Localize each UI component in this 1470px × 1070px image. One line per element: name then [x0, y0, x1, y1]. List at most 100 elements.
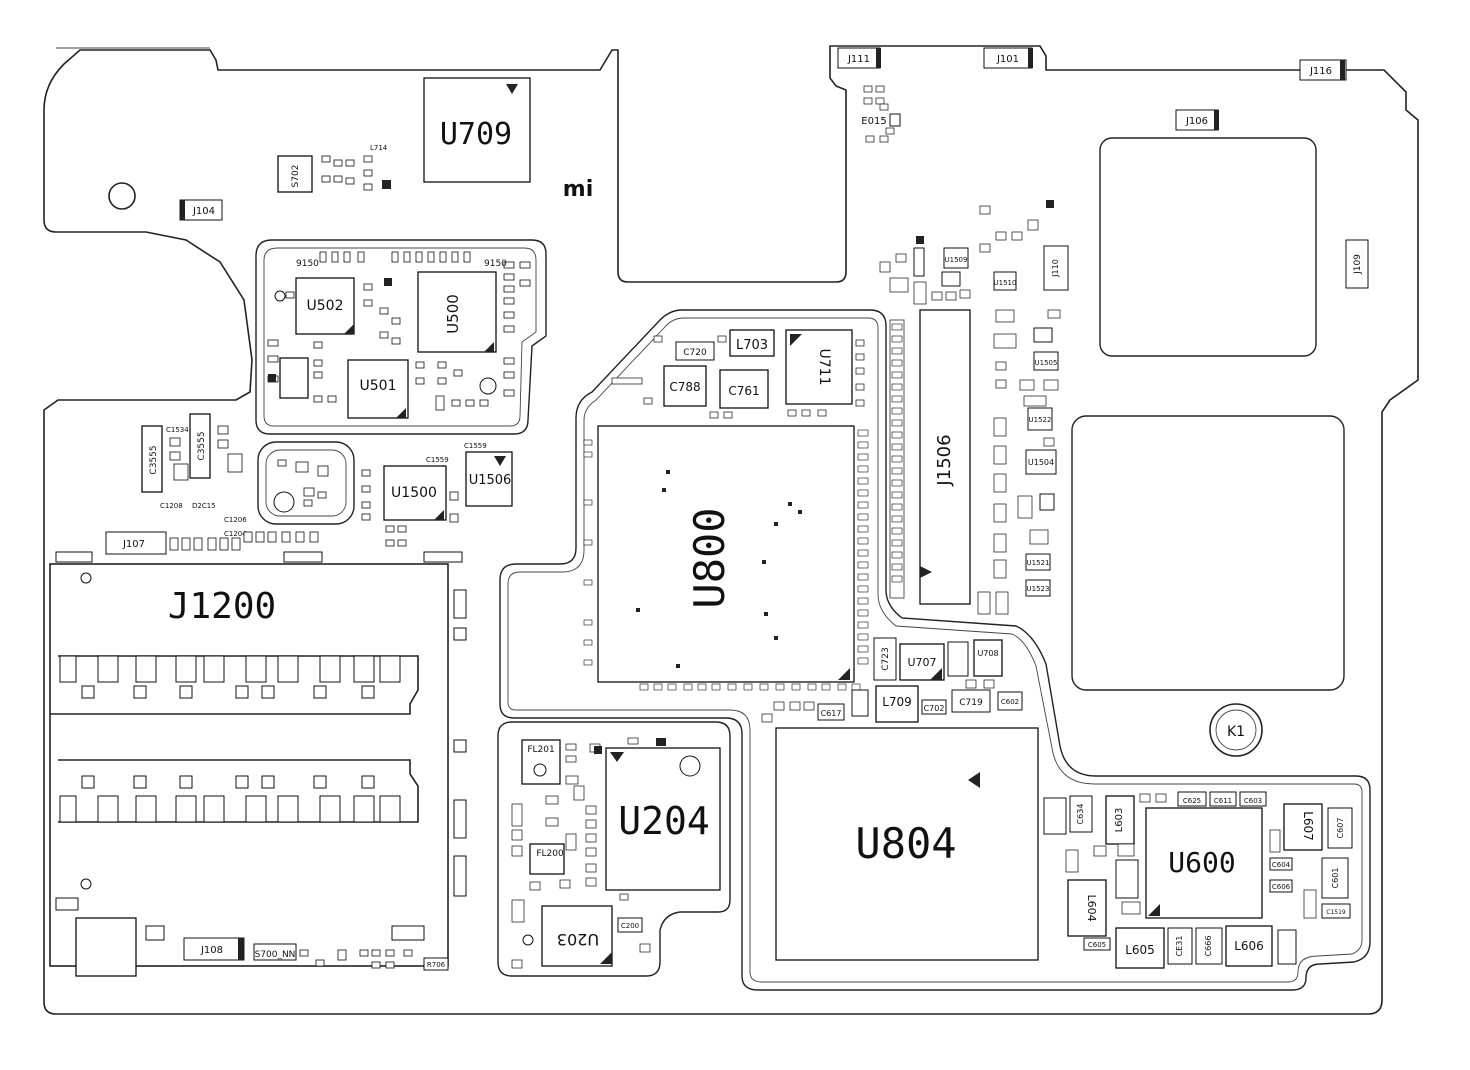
c719-label: C719 [959, 698, 983, 708]
shield-u204 [497, 721, 731, 977]
r706-label: R706 [427, 961, 446, 969]
c611-label: C611 [1214, 797, 1232, 805]
u1510-label: U1510 [994, 279, 1017, 287]
connector-j109 [1345, 239, 1369, 289]
u1505-label: U1505 [1035, 359, 1058, 367]
u708-label: U708 [977, 649, 998, 658]
u1509-label: U1509 [945, 256, 968, 264]
chip-u600 [1145, 807, 1263, 919]
j109-label: J109 [1353, 254, 1363, 275]
u1504-label: U1504 [1028, 458, 1054, 467]
fl201-label: FL201 [527, 745, 554, 755]
shield-small [257, 441, 355, 525]
chip-u501 [347, 359, 409, 419]
u502-label: U502 [307, 298, 344, 314]
s702-label: S702 [291, 165, 301, 188]
j111-label: J111 [847, 54, 870, 65]
chip-u502 [295, 277, 355, 335]
l605-label: L605 [1125, 943, 1155, 957]
chip-u800 [597, 425, 855, 683]
chip-u708 [973, 639, 1003, 677]
chip-u804 [775, 727, 1039, 961]
connector-j1506 [919, 309, 971, 605]
c634-label: C634 [1076, 804, 1085, 825]
u500-label: U500 [444, 294, 462, 334]
chip-u1500 [383, 465, 447, 521]
j116-label: J116 [1309, 66, 1332, 77]
mounting-hole [108, 182, 136, 210]
c200-label: C200 [621, 922, 639, 930]
shield-top-right [1099, 137, 1317, 357]
component-k1 [1209, 703, 1263, 757]
c605-label: C605 [1088, 941, 1106, 949]
c1534-label: C1534 [166, 426, 189, 434]
chip-u500 [417, 271, 497, 353]
c606-label: C606 [1272, 883, 1291, 891]
mi-logo: mi [563, 177, 593, 202]
e015-label: E015 [861, 116, 886, 127]
c1206-label: C1206 [224, 516, 247, 524]
k1-label: K1 [1227, 724, 1245, 740]
c603-label: C603 [1244, 797, 1262, 805]
chip-u1506 [465, 451, 513, 507]
c1559b-label: C1559 [464, 442, 487, 450]
connector-j107 [105, 531, 167, 555]
c720-label: C720 [683, 348, 707, 358]
l607-label: L607 [1301, 811, 1315, 841]
connector-j116 [1299, 59, 1347, 81]
j108-label: J108 [200, 945, 223, 956]
c607-label: C607 [1336, 818, 1345, 839]
c723-label: C723 [881, 647, 891, 670]
c1204-label: C1204 [224, 530, 247, 538]
u1506-label: U1506 [469, 473, 512, 488]
l709-label: L709 [882, 695, 912, 709]
u501-label: U501 [360, 378, 397, 394]
c1208-label: C1208 [160, 502, 183, 510]
l604-label: L604 [1085, 894, 1098, 921]
j106-label: J106 [1185, 116, 1208, 127]
j1506-label: J1506 [934, 434, 955, 486]
c602-label: C602 [1001, 698, 1019, 706]
c3555a-label: C3555 [149, 445, 159, 474]
part-9150-a: 9150 [296, 259, 319, 269]
chip-u204 [605, 747, 721, 891]
shield-soc [499, 309, 1371, 991]
part-9150-b: 9150 [484, 259, 507, 269]
j1200-label: J1200 [168, 586, 276, 627]
l606-label: L606 [1234, 939, 1264, 953]
u204-label: U204 [618, 799, 710, 843]
c702-label: C702 [924, 704, 945, 713]
u800-label: U800 [685, 507, 734, 608]
c1519-label: C1519 [1326, 909, 1346, 916]
c788-label: C788 [669, 380, 700, 394]
chip-u709 [423, 77, 531, 183]
chip-u711 [785, 329, 853, 405]
u1522-label: U1522 [1029, 416, 1052, 424]
j101-label: J101 [996, 54, 1019, 65]
u1500-label: U1500 [391, 485, 437, 501]
u1523-label: U1523 [1027, 585, 1050, 593]
shield-rf [255, 239, 547, 435]
j110-label: J110 [1051, 259, 1060, 278]
connector-j1200 [49, 563, 449, 967]
c1559-label: C1559 [426, 456, 449, 464]
u804-label: U804 [855, 819, 956, 868]
c625-label: C625 [1183, 797, 1201, 805]
c617-label: C617 [821, 709, 842, 718]
s700-label: S700_NN [255, 950, 296, 960]
u709-label: U709 [440, 117, 512, 152]
chip-u203 [541, 905, 613, 967]
svg-text:D2C15: D2C15 [192, 502, 216, 510]
l714-label: L714 [370, 144, 388, 152]
c761-label: C761 [728, 384, 759, 398]
board-outline [43, 45, 1419, 1015]
l603-label: L603 [1114, 808, 1125, 833]
shield-mid-right [1071, 415, 1345, 691]
fl200-label: FL200 [536, 849, 564, 859]
u711-label: U711 [816, 349, 832, 386]
l703-label: L703 [736, 338, 768, 353]
ce31-label: CE31 [1175, 936, 1184, 957]
c666-label: C666 [1204, 936, 1213, 957]
u1521-label: U1521 [1027, 559, 1050, 567]
